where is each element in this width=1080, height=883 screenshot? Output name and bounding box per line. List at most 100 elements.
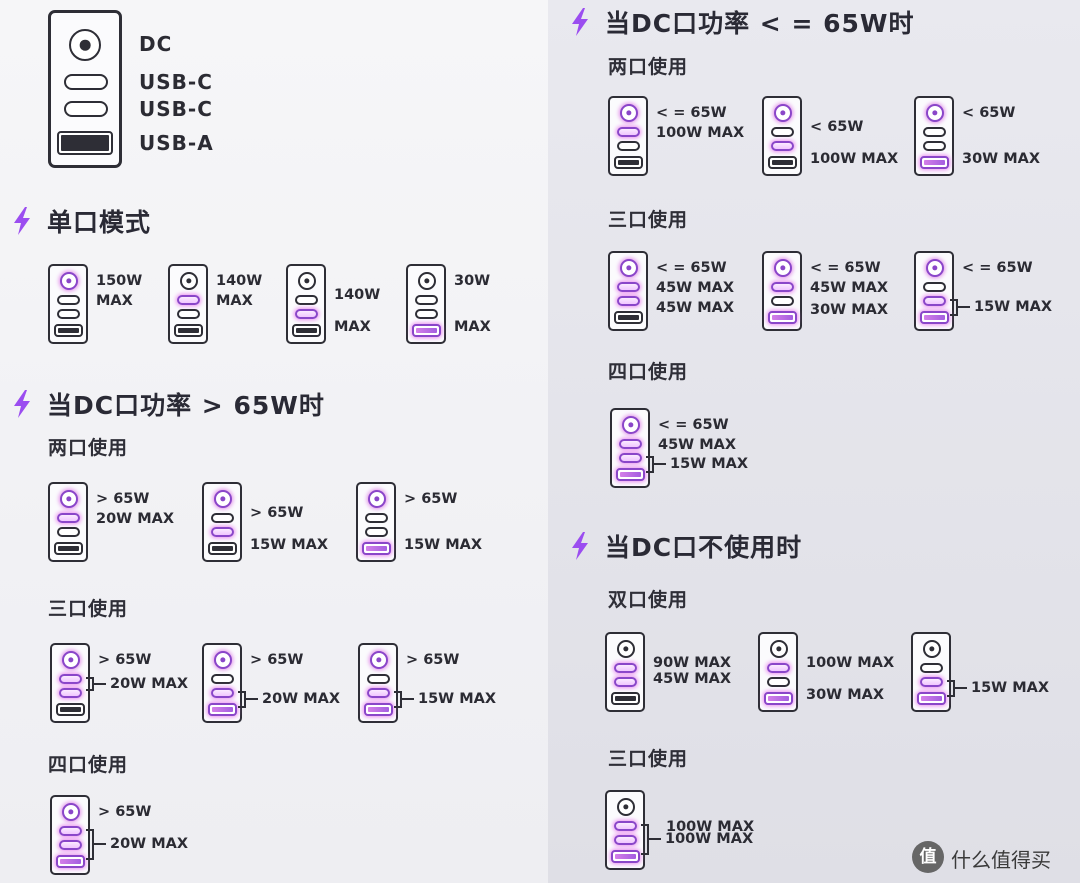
power-label: 45W MAX [810,280,889,296]
usb-c-port-icon [59,674,82,684]
charger-device [50,795,90,875]
usb-a-port-icon [611,850,640,863]
charger-device [605,632,645,712]
usb-c-port-icon [59,688,82,698]
dc-port-icon [622,416,640,434]
section-heading: 单口模式 [47,208,152,237]
subsection-heading: 三口使用 [48,598,129,620]
charger-device [914,251,954,331]
lightning-icon [14,390,30,418]
charger-device [358,643,398,723]
usb-c-port-icon [57,513,80,523]
power-label: < 65W [810,119,864,135]
power-label: 20W MAX [262,691,341,708]
dc-port-icon [926,259,944,277]
usb-c-port-icon [57,527,80,537]
charger-device [911,632,951,712]
section-heading: 当DC口功率 < = 65W时 [605,9,915,38]
usb-c-port-icon [57,295,80,305]
usb-a-port-icon [764,692,793,705]
dc-port-icon [60,490,78,508]
dc-port-icon [617,798,635,816]
dc-port-icon [214,490,232,508]
bracket-connector [86,677,106,691]
subsection-heading: 三口使用 [608,209,689,231]
lightning-icon [572,8,588,36]
usb-c-port-icon [920,677,943,687]
usb-c-port-icon [614,677,637,687]
usb-a-port-icon [614,311,643,324]
charger-device [168,264,208,344]
charger-device [406,264,446,344]
bracket-connector [238,691,258,708]
power-label: 30W MAX [810,302,889,318]
power-label: 150W [96,273,143,289]
usb-c-port-icon [64,74,108,90]
charger-device [202,643,242,723]
usb-a-port-icon [920,311,949,324]
power-label: < = 65W [658,417,729,433]
power-label: 100W MAX [806,655,895,671]
power-label: > 65W [250,652,304,668]
usb-c-port-icon [59,840,82,850]
usb-c-port-icon [767,663,790,673]
charger-device [610,408,650,488]
dc-port-icon [69,29,101,61]
usb-c-port-icon [177,309,200,319]
power-label: MAX [216,293,253,309]
usb-a-port-icon [208,703,237,716]
power-label: 90W MAX [653,655,732,671]
charger-device [605,790,645,870]
section-heading: 当DC口功率 > 65W时 [47,391,325,420]
usb-c-port-icon [367,674,390,684]
usb-c-port-icon [617,296,640,306]
power-label: 100W MAX [665,831,754,848]
power-label: 30W MAX [962,151,1041,167]
power-label: 140W [334,287,381,303]
power-label: 30W MAX [806,687,885,703]
power-label: < 65W [962,105,1016,121]
subsection-heading: 双口使用 [608,589,689,611]
usb-c-port-icon [771,141,794,151]
usb-c-port-icon [614,835,637,845]
usb-c-port-icon [771,282,794,292]
usb-c-port-icon [367,688,390,698]
port-legend-label: USB-C [139,97,213,121]
port-legend-label: USB-A [139,131,214,155]
usb-a-port-icon [362,542,391,555]
dc-port-icon [926,104,944,122]
usb-a-port-icon [364,703,393,716]
usb-c-port-icon [771,127,794,137]
subsection-heading: 两口使用 [48,437,129,459]
bracket-connector [646,456,666,473]
usb-a-port-icon [611,692,640,705]
power-label: < = 65W [962,260,1033,276]
dc-port-icon [370,651,388,669]
dc-port-icon [774,104,792,122]
bracket-connector [394,691,414,708]
port-legend-label: USB-C [139,70,213,94]
power-label: 20W MAX [110,676,189,692]
usb-c-port-icon [923,282,946,292]
power-label: 15W MAX [250,537,329,553]
usb-c-port-icon [617,141,640,151]
charger-device [608,251,648,331]
power-label: MAX [96,293,133,309]
power-label: 30W [454,273,491,289]
port-legend-label: DC [139,32,173,56]
subsection-heading: 四口使用 [48,754,129,776]
usb-a-port-icon [920,156,949,169]
charger-device [608,96,648,176]
power-label: 140W [216,273,263,289]
usb-c-port-icon [617,127,640,137]
dc-port-icon [620,104,638,122]
charger-device [758,632,798,712]
power-label: 45W MAX [658,437,737,453]
usb-c-port-icon [920,663,943,673]
power-label: 45W MAX [653,671,732,687]
bracket-connector [86,829,106,860]
charger-device [914,96,954,176]
usb-c-port-icon [211,688,234,698]
power-label: > 65W [250,505,304,521]
usb-c-port-icon [614,821,637,831]
